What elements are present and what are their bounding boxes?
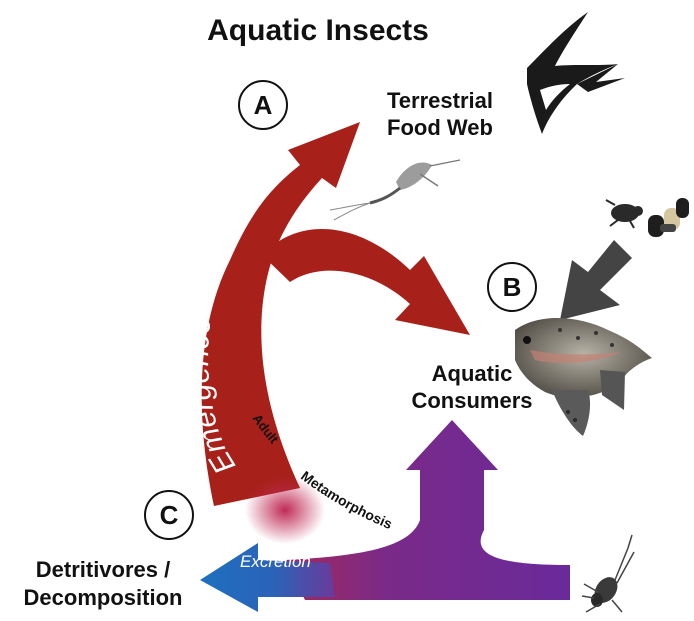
node-c-label-line1: Detritivores / [36,557,171,582]
node-c-label-line2: Decomposition [24,585,183,610]
terrestrial-input-arrow [560,240,632,320]
diagram-title: Aquatic Insects [207,14,429,47]
node-a-label-line1: Terrestrial [387,88,493,113]
node-c-letter: C [160,500,179,530]
mayfly-adult-icon [330,160,460,220]
node-a-letter: A [254,90,273,120]
terrestrial-insects-icon [606,198,689,237]
swallow-bird-icon [527,12,625,134]
emergence-branch-arrow [262,229,470,335]
mayfly-larva-icon [582,535,634,612]
node-b-label-line1: Aquatic [432,361,513,386]
node-b-label-line2: Consumers [411,388,532,413]
excretion-label: Excretion [240,552,311,571]
node-c: C Detritivores / Decomposition [24,491,193,610]
node-a: A Terrestrial Food Web [239,81,493,140]
trout-fish-icon [515,318,652,436]
larvae-label: Larvae [505,544,548,560]
node-a-label-line2: Food Web [387,115,493,140]
node-b-letter: B [503,272,522,302]
